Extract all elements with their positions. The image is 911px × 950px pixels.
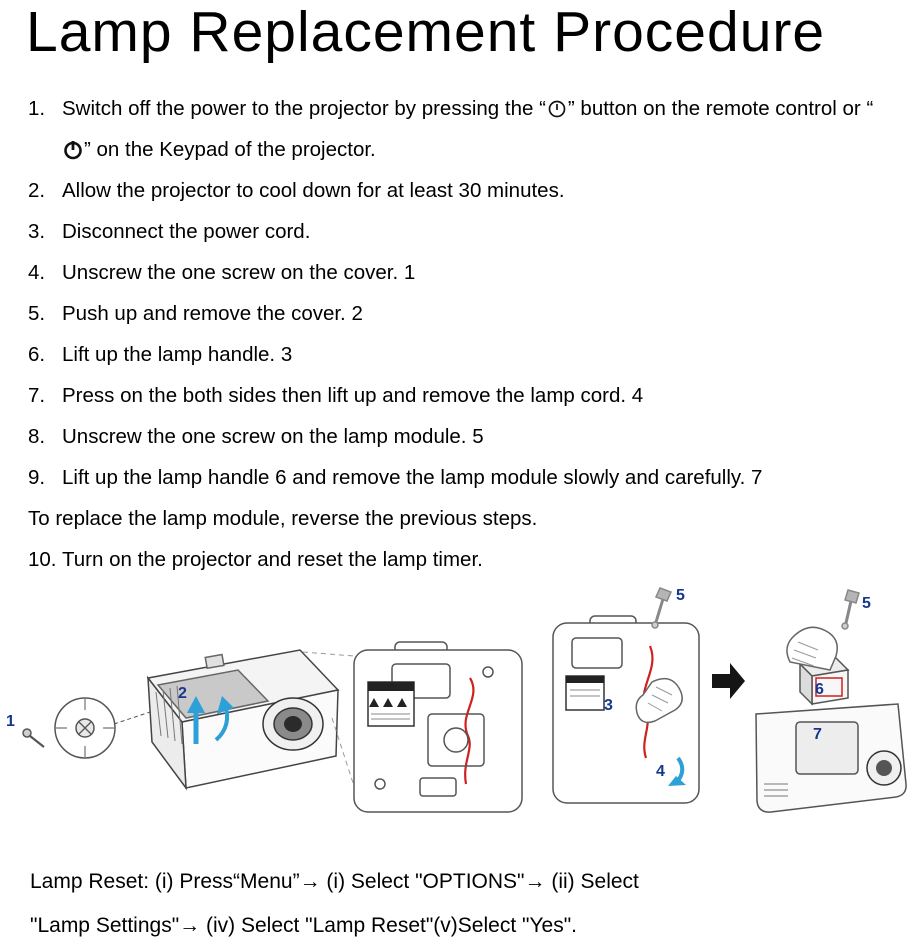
step-row: 1. Switch off the power to the projector … bbox=[28, 88, 895, 170]
step-row: 10.Turn on the projector and reset the l… bbox=[28, 539, 895, 580]
step-text-part: Switch off the power to the projector by… bbox=[62, 96, 546, 120]
power-icon-remote bbox=[548, 100, 566, 117]
step-number: 2. bbox=[28, 178, 46, 202]
step-text: Unscrew the one screw on the lamp module… bbox=[62, 424, 484, 448]
step-number: 10. bbox=[28, 547, 57, 571]
hand-illustration bbox=[635, 677, 683, 723]
screw-zoom-detail bbox=[22, 696, 151, 759]
caution-label bbox=[367, 680, 415, 727]
step-text: Disconnect the power cord. bbox=[62, 219, 311, 243]
procedure-steps: 1. Switch off the power to the projector … bbox=[28, 88, 895, 580]
step-number: 8. bbox=[28, 424, 46, 448]
diagram-label-3: 3 bbox=[604, 696, 613, 714]
step-row: 5. Push up and remove the cover. 2 bbox=[28, 293, 895, 334]
lamp-reset-line-1: Lamp Reset: (i) Press“Menu”→ (i) Select … bbox=[30, 869, 639, 893]
lamp-cord-removal-illustration bbox=[552, 586, 700, 804]
step-text: Allow the projector to cool down for at … bbox=[62, 178, 565, 202]
step-number: 6. bbox=[28, 342, 46, 366]
screwdriver-icon bbox=[651, 586, 673, 629]
step-number: 7. bbox=[28, 383, 46, 407]
diagram-label-4: 4 bbox=[656, 762, 665, 780]
step-number: 5. bbox=[28, 301, 46, 325]
step-number: 1. bbox=[28, 96, 46, 120]
step-text: To replace the lamp module, reverse the … bbox=[28, 506, 538, 530]
step-row: 9. Lift up the lamp handle 6 and remove t… bbox=[28, 457, 895, 498]
step-text: Lift up the lamp handle. 3 bbox=[62, 342, 293, 366]
hand-illustration-2 bbox=[786, 626, 838, 671]
step-row: 3. Disconnect the power cord. bbox=[28, 211, 895, 252]
step-row: 8. Unscrew the one screw on the lamp modu… bbox=[28, 416, 895, 457]
caution-label-small bbox=[565, 674, 605, 711]
diagram-strip: 1 2 3 4 5 5 6 7 bbox=[0, 586, 911, 834]
diagram-label-5-module: 5 bbox=[862, 594, 871, 612]
power-icon-keypad bbox=[64, 140, 82, 159]
step-text: Push up and remove the cover. 2 bbox=[62, 301, 363, 325]
lamp-reset-note: Lamp Reset: (i) Press“Menu”→ (i) Select … bbox=[30, 860, 911, 948]
step-row: 6. Lift up the lamp handle. 3 bbox=[28, 334, 895, 375]
diagram-label-2: 2 bbox=[178, 684, 187, 702]
zoom-guide-lines bbox=[302, 651, 355, 786]
step-text: Press on the both sides then lift up and… bbox=[62, 383, 644, 407]
projector-illustration bbox=[146, 648, 340, 791]
screwdriver-icon-2 bbox=[841, 588, 860, 630]
diagram-label-1: 1 bbox=[6, 712, 15, 730]
diagram-label-5-cord: 5 bbox=[676, 586, 685, 604]
step-row: 7. Press on the both sides then lift up a… bbox=[28, 375, 895, 416]
lamp-module-removal-illustration bbox=[755, 588, 907, 813]
screw-icon bbox=[22, 727, 45, 748]
step-text: Lift up the lamp handle 6 and remove the… bbox=[62, 465, 763, 489]
diagram-artwork bbox=[22, 586, 907, 813]
step-number: 4. bbox=[28, 260, 46, 284]
diagram-label-7: 7 bbox=[813, 725, 822, 743]
step-arrow-icon bbox=[712, 662, 745, 699]
step-row: 2. Allow the projector to cool down for a… bbox=[28, 170, 895, 211]
page-title: Lamp Replacement Procedure bbox=[26, 0, 826, 64]
step-text-part: ” button on the remote control or “ bbox=[567, 96, 874, 120]
step-text-part: ” on the Keypad of the projector. bbox=[84, 137, 376, 161]
lift-arrow-icons bbox=[187, 695, 234, 744]
pull-arrow-icon bbox=[668, 756, 686, 786]
lamp-cover-panel-illustration bbox=[353, 640, 523, 813]
step-text: Unscrew the one screw on the cover. 1 bbox=[62, 260, 416, 284]
step-number: 9. bbox=[28, 465, 46, 489]
step-text: Turn on the projector and reset the lamp… bbox=[62, 547, 483, 571]
step-row-note: To replace the lamp module, reverse the … bbox=[28, 498, 895, 539]
diagram-label-6: 6 bbox=[815, 680, 824, 698]
lamp-reset-line-2: "Lamp Settings"→ (iv) Select "Lamp Reset… bbox=[30, 913, 577, 937]
step-number: 3. bbox=[28, 219, 46, 243]
step-row: 4. Unscrew the one screw on the cover. 1 bbox=[28, 252, 895, 293]
